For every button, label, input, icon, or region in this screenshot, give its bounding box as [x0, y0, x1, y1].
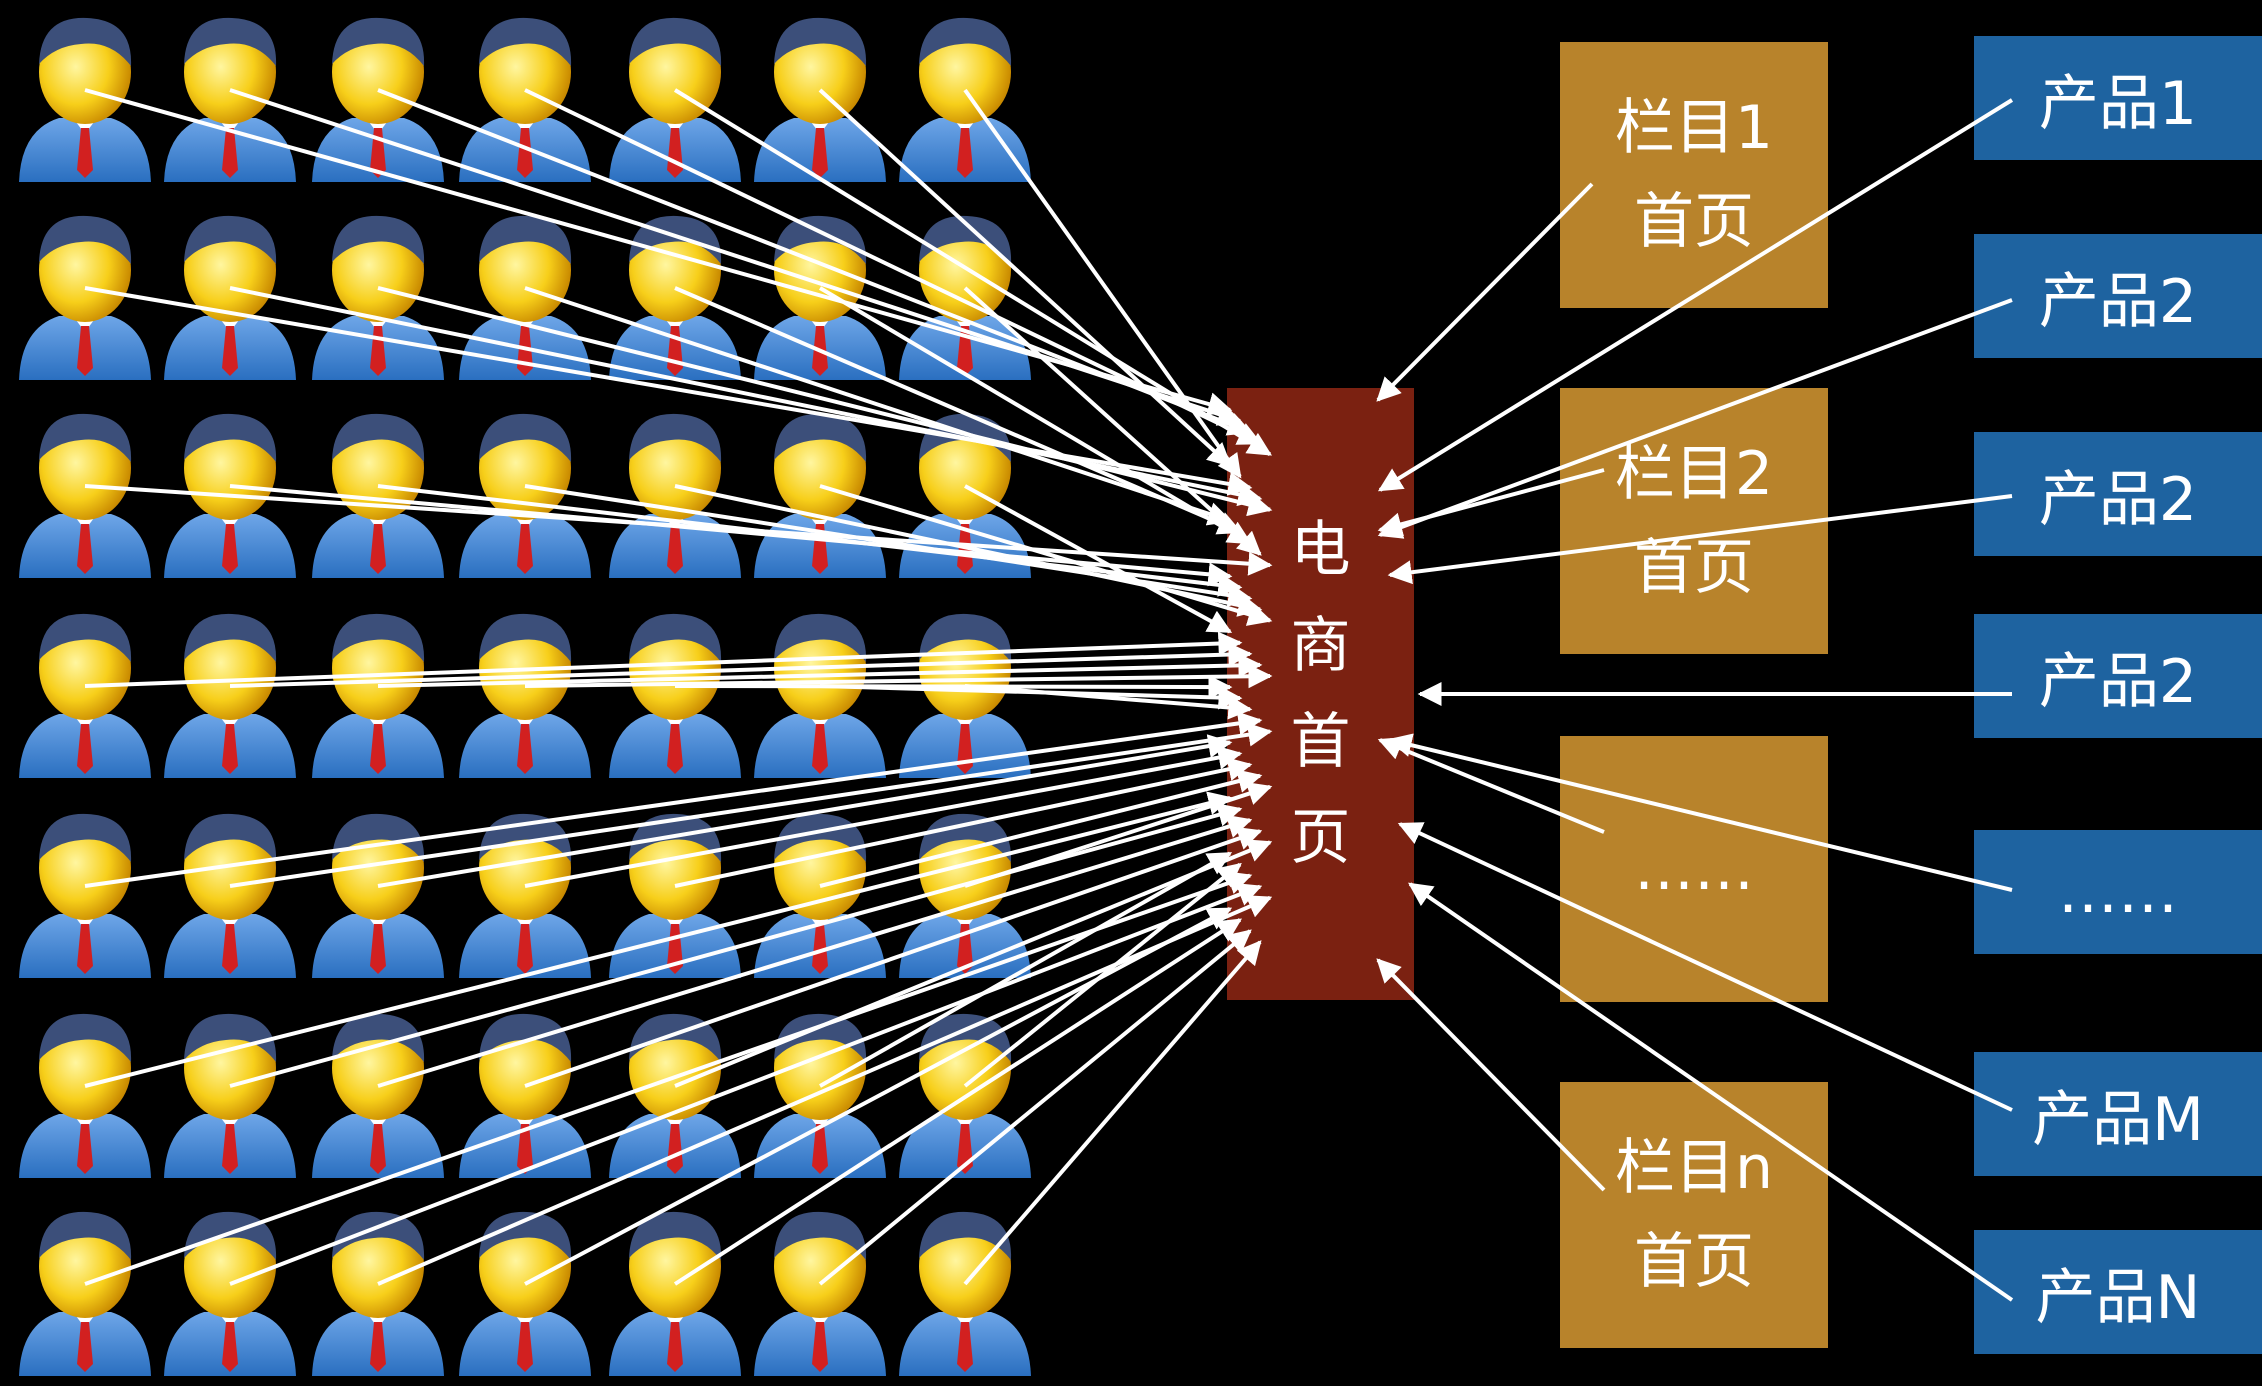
user-avatar-icon	[750, 806, 890, 984]
hub-char: 商	[1290, 611, 1351, 681]
product-node-1: 产品1	[1974, 36, 2262, 160]
user-grid	[0, 0, 1060, 1378]
user-avatar-icon	[455, 208, 595, 386]
user-avatar-icon	[15, 606, 155, 784]
product-node-m: 产品M	[1974, 1052, 2262, 1176]
category-label-line2: 首页	[1634, 187, 1754, 257]
user-avatar-icon	[160, 10, 300, 188]
user-avatar-icon	[895, 1204, 1035, 1382]
product-node-2: 产品2	[1974, 234, 2262, 358]
category-node-2: 栏目2 首页	[1560, 388, 1828, 654]
category-node-n: 栏目n 首页	[1560, 1082, 1828, 1348]
user-avatar-icon	[605, 1204, 745, 1382]
hub-char: 电	[1290, 515, 1351, 585]
category-node-1: 栏目1 首页	[1560, 42, 1828, 308]
ecommerce-homepage-node: 电 商 首 页	[1227, 388, 1414, 1000]
user-avatar-icon	[750, 208, 890, 386]
user-avatar-icon	[895, 606, 1035, 784]
user-avatar-icon	[455, 806, 595, 984]
user-avatar-icon	[895, 208, 1035, 386]
user-avatar-icon	[605, 10, 745, 188]
user-avatar-icon	[750, 606, 890, 784]
user-avatar-icon	[750, 1204, 890, 1382]
user-avatar-icon	[895, 406, 1035, 584]
user-avatar-icon	[15, 806, 155, 984]
user-avatar-icon	[750, 406, 890, 584]
user-avatar-icon	[895, 806, 1035, 984]
user-avatar-icon	[605, 406, 745, 584]
category-label-line1: ……	[1634, 834, 1754, 904]
user-avatar-icon	[15, 10, 155, 188]
user-avatar-icon	[455, 1006, 595, 1184]
user-avatar-icon	[750, 10, 890, 188]
user-avatar-icon	[15, 406, 155, 584]
user-avatar-icon	[308, 1204, 448, 1382]
user-avatar-icon	[605, 208, 745, 386]
user-avatar-icon	[308, 208, 448, 386]
user-avatar-icon	[605, 1006, 745, 1184]
user-avatar-icon	[455, 406, 595, 584]
category-label-line1: 栏目n	[1614, 1133, 1774, 1203]
user-avatar-icon	[750, 1006, 890, 1184]
user-avatar-icon	[15, 1006, 155, 1184]
user-avatar-icon	[455, 10, 595, 188]
user-avatar-icon	[15, 1204, 155, 1382]
user-avatar-icon	[308, 606, 448, 784]
user-avatar-icon	[895, 1006, 1035, 1184]
user-avatar-icon	[895, 10, 1035, 188]
category-label-line1: 栏目2	[1614, 439, 1774, 509]
user-avatar-icon	[308, 10, 448, 188]
user-avatar-icon	[160, 1006, 300, 1184]
category-label-line2: 首页	[1634, 533, 1754, 603]
user-avatar-icon	[15, 208, 155, 386]
user-avatar-icon	[160, 208, 300, 386]
product-node-3: 产品2	[1974, 432, 2262, 556]
hub-char: 页	[1290, 803, 1351, 873]
user-avatar-icon	[308, 406, 448, 584]
user-avatar-icon	[160, 406, 300, 584]
product-node-n: 产品N	[1974, 1230, 2262, 1354]
user-avatar-icon	[605, 606, 745, 784]
user-avatar-icon	[308, 806, 448, 984]
user-avatar-icon	[455, 606, 595, 784]
category-label-line2: 首页	[1634, 1227, 1754, 1297]
category-label-line1: 栏目1	[1614, 93, 1774, 163]
category-node-ellipsis: ……	[1560, 736, 1828, 1002]
user-avatar-icon	[160, 806, 300, 984]
product-node-ellipsis: ……	[1974, 830, 2262, 954]
hub-char: 首	[1290, 707, 1351, 777]
user-avatar-icon	[160, 1204, 300, 1382]
user-avatar-icon	[605, 806, 745, 984]
user-avatar-icon	[308, 1006, 448, 1184]
product-node-4: 产品2	[1974, 614, 2262, 738]
user-avatar-icon	[160, 606, 300, 784]
user-avatar-icon	[455, 1204, 595, 1382]
